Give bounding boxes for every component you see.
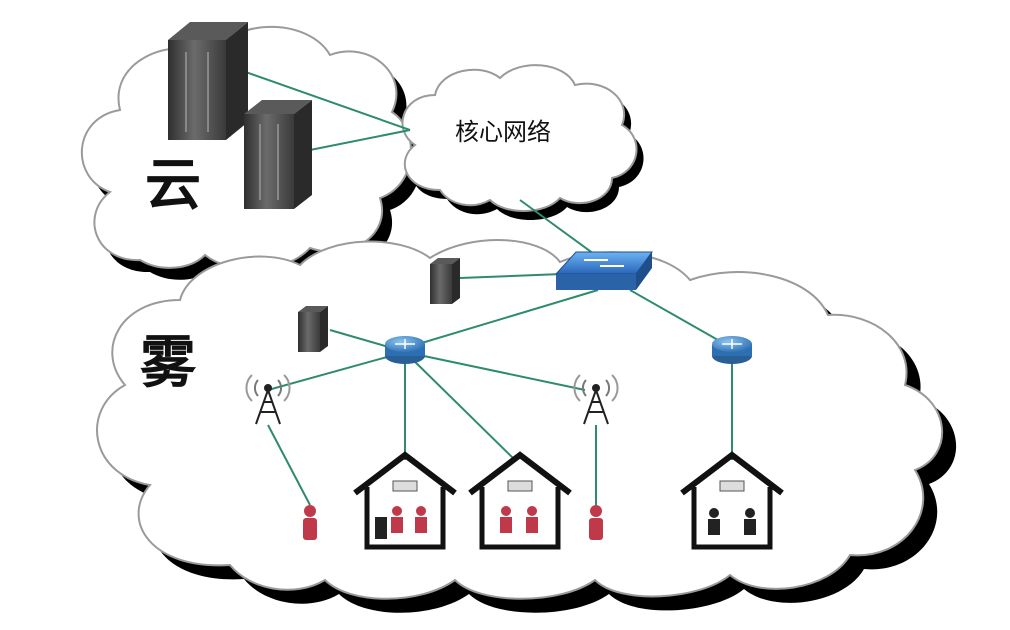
server-icon xyxy=(430,258,460,304)
fog-label: 雾 xyxy=(140,330,196,396)
link-server2-core xyxy=(299,129,411,153)
link-server3-router1 xyxy=(329,329,393,349)
link-router1-tower1 xyxy=(267,351,406,391)
house-icon xyxy=(353,451,457,550)
switch-icon xyxy=(554,251,653,290)
cell-tower-icon xyxy=(245,374,291,425)
person-icon xyxy=(589,505,603,540)
link-fogserver-switch xyxy=(459,273,563,279)
server-icon xyxy=(298,306,328,352)
cell-tower-icon xyxy=(573,374,619,425)
link-router1-house2 xyxy=(404,351,516,461)
core-network-cloud xyxy=(401,64,644,221)
server-icon xyxy=(244,100,312,209)
fog-cloud xyxy=(96,239,957,613)
person-icon xyxy=(303,505,317,540)
server-icon xyxy=(168,22,248,140)
link-switch-router1 xyxy=(404,289,599,349)
link-tower1-person xyxy=(267,424,311,506)
core-cloud-body xyxy=(401,64,638,212)
house-icon xyxy=(468,451,572,550)
link-server1-core xyxy=(239,69,411,131)
house-icon xyxy=(680,451,784,550)
network-links xyxy=(239,69,733,506)
core-network-label: 核心网络 xyxy=(455,118,551,146)
cloud-label: 云 xyxy=(145,152,201,218)
router-icon xyxy=(712,336,752,364)
link-switch-router2 xyxy=(629,289,733,349)
link-router1-tower2 xyxy=(404,351,586,391)
router-icon xyxy=(385,336,425,364)
